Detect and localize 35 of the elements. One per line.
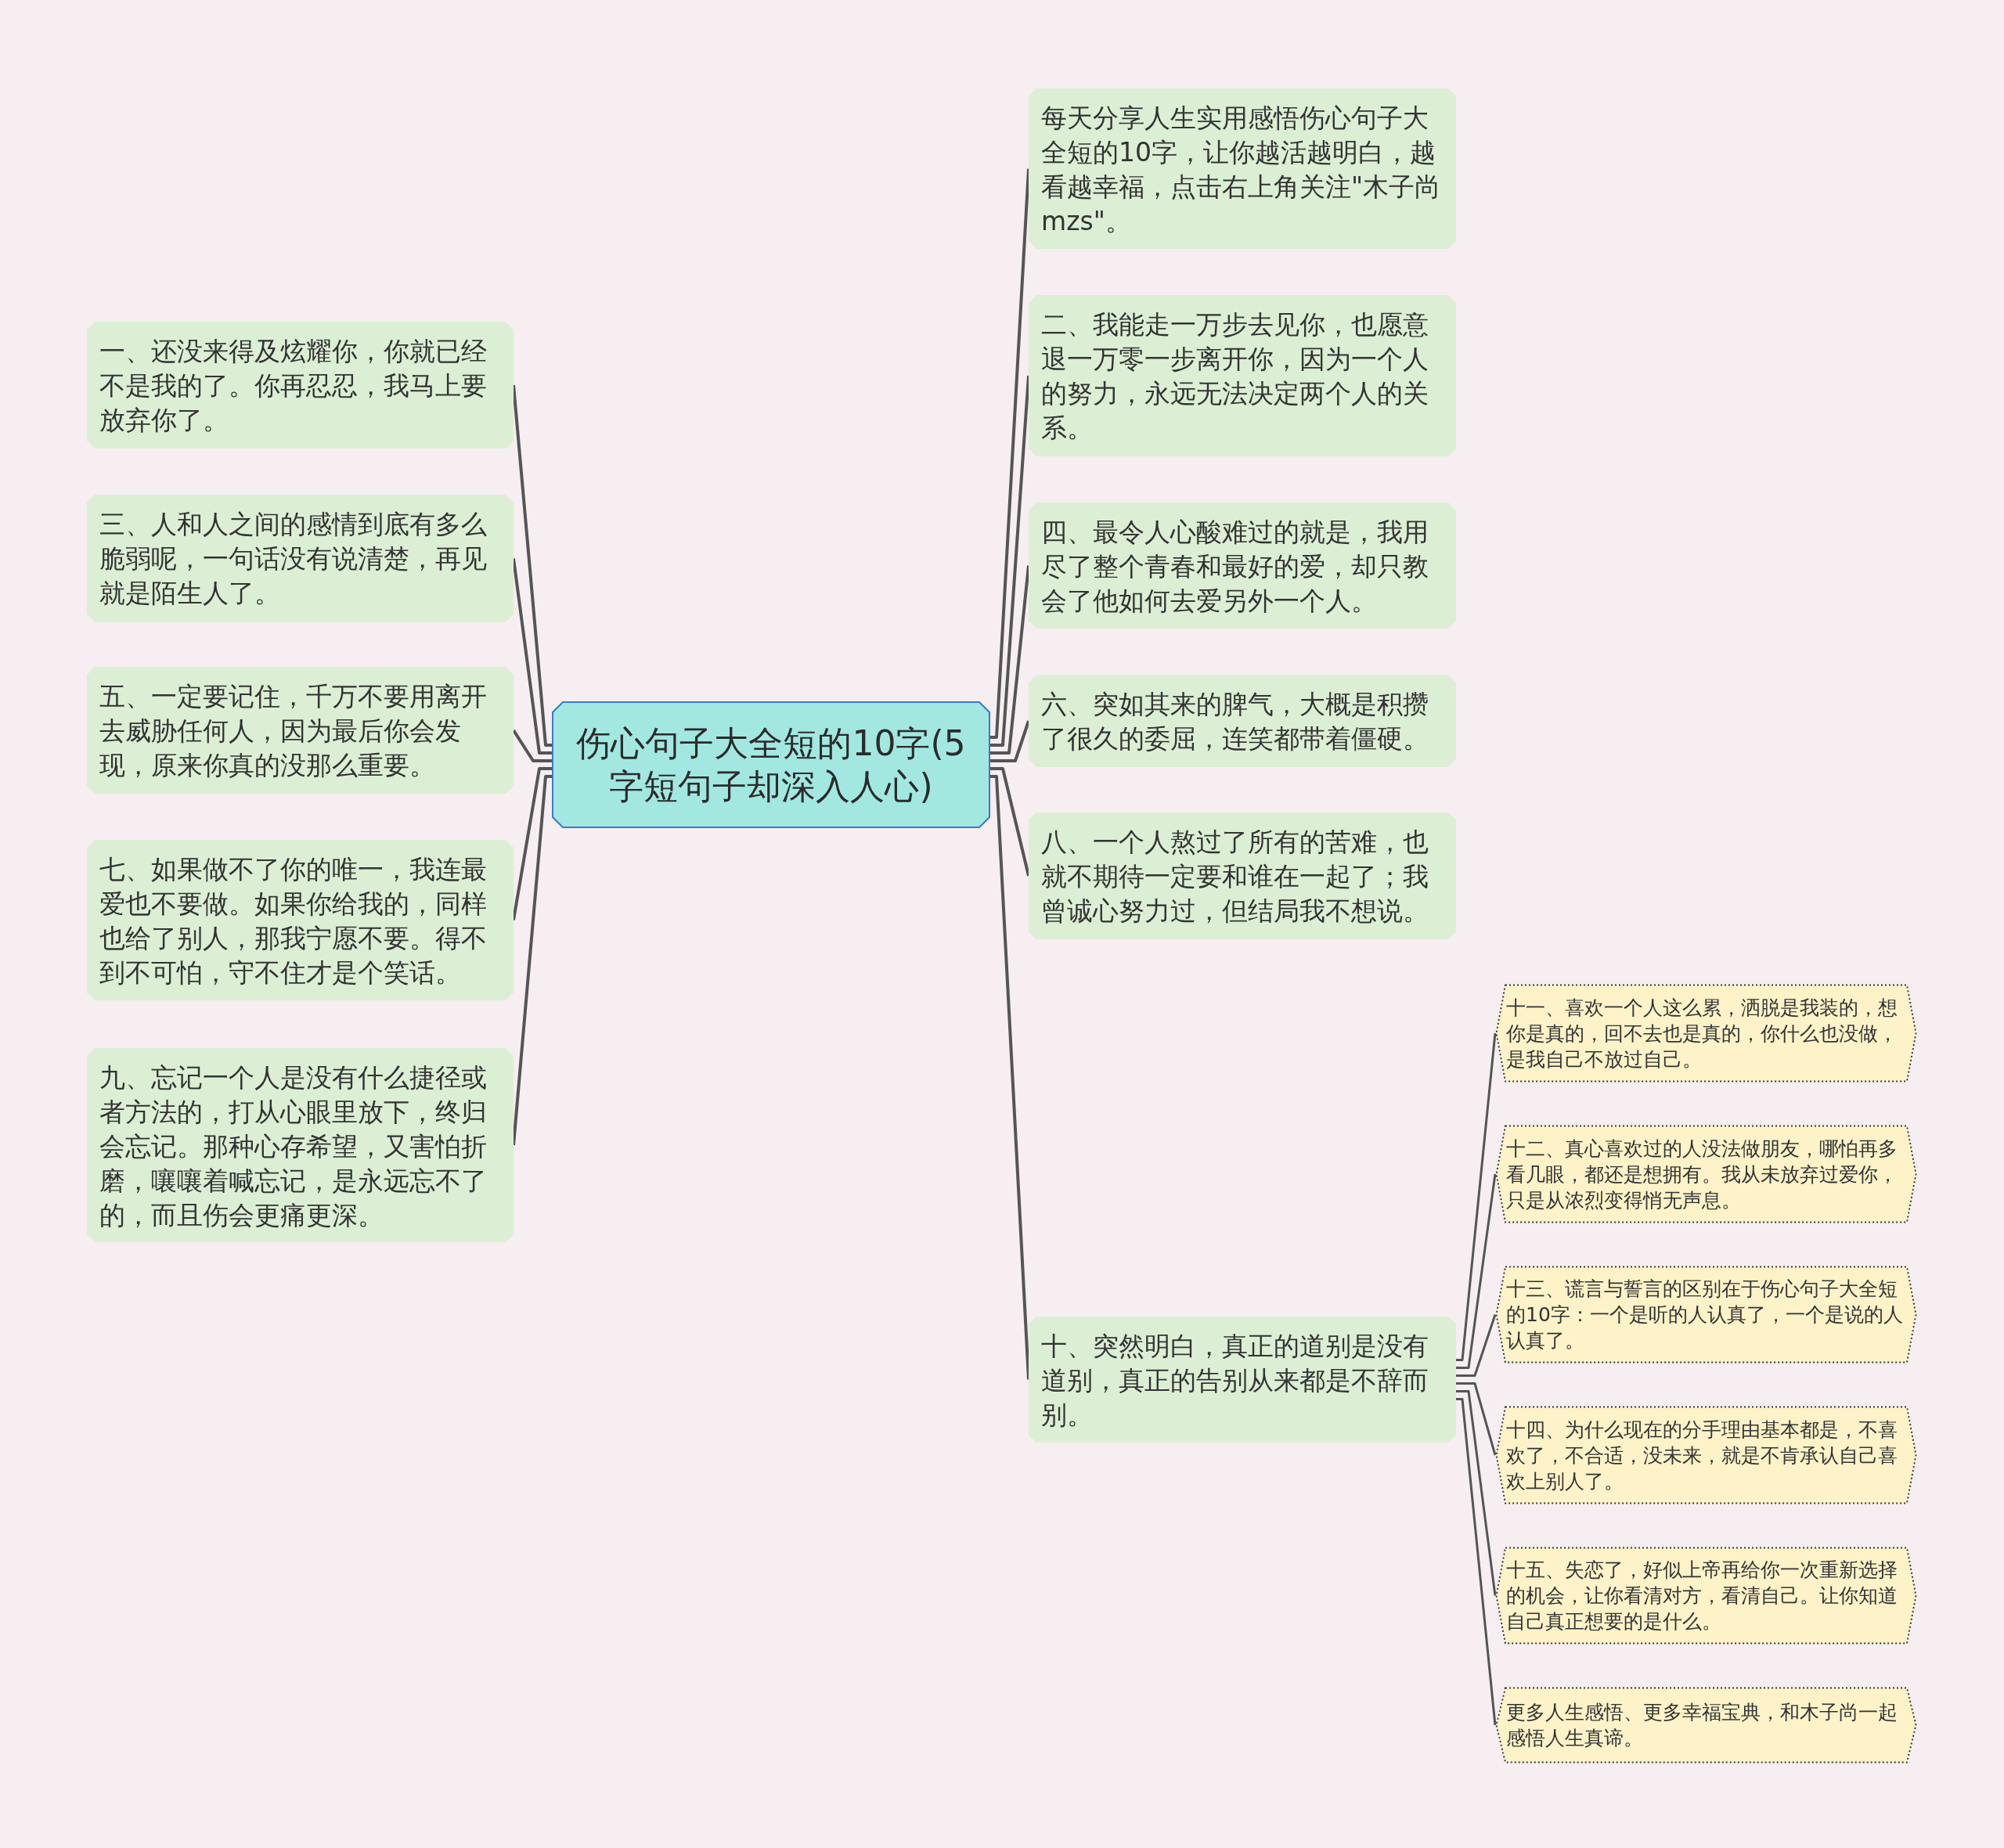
connector-line xyxy=(990,168,1030,739)
branch-box: 十、突然明白，真正的道别是没有道别，真正的告别从来都是不辞而别。 xyxy=(1029,1317,1456,1443)
connector-line xyxy=(989,775,1030,1380)
connector-line xyxy=(1456,1032,1497,1361)
connector-line xyxy=(512,729,552,762)
connector-line xyxy=(990,720,1030,762)
branch-box: 一、还没来得及炫耀你，你就已经不是我的了。你再忍忍，我马上要放弃你了。 xyxy=(87,322,514,448)
connector-line xyxy=(512,384,552,747)
branch-box: 八、一个人熬过了所有的苦难，也就不期待一定要和谁在一起了；我曾诚心努力过，但结局我不想说。 xyxy=(1029,812,1456,939)
connector-line xyxy=(990,565,1030,755)
connector-line xyxy=(1456,1173,1497,1369)
connector-line xyxy=(1456,1382,1497,1456)
branch-box: 九、忘记一个人是没有什么捷径或者方法的，打从心眼里放下，终归会忘记。那种心存希望，又害怕折磨，嚷嚷着喊忘记，是永远忘不了的，而且伤会更痛更深。 xyxy=(87,1048,514,1242)
note-box: 十一、喜欢一个人这么累，洒脱是我装的，想你是真的，回不去也是真的，你什么也没做，是我自己不放过自己。 xyxy=(1495,984,1917,1083)
connector-line xyxy=(512,767,552,920)
connector-line xyxy=(990,375,1030,747)
branch-box: 四、最令人心酸难过的就是，我用尽了整个青春和最好的爱，却只教会了他如何去爱另外一个人。 xyxy=(1029,503,1456,629)
connector-line xyxy=(1456,1398,1497,1726)
branch-box: 七、如果做不了你的唯一，我连最爱也不要做。如果你给我的，同样也给了别人，那我宁愿不要。得不到不可怕，守不住才是个笑话。 xyxy=(87,840,514,1000)
connector-line xyxy=(512,775,552,1146)
branch-box: 三、人和人之间的感情到底有多么脆弱呢，一句话没有说清楚，再见就是陌生人了。 xyxy=(87,495,514,622)
connector-line xyxy=(1456,1314,1497,1377)
central-topic-box: 伤心句子大全短的10字(5字短句子却深入人心) xyxy=(552,701,990,828)
connector-line xyxy=(1456,1390,1497,1596)
note-box: 十二、真心喜欢过的人没法做朋友，哪怕再多看几眼，都还是想拥有。我从未放弃过爱你，只是从浓烈变得悄无声息。 xyxy=(1495,1125,1917,1223)
branch-box: 五、一定要记住，千万不要用离开去威胁任何人，因为最后你会发现，原来你真的没那么重要。 xyxy=(87,667,514,794)
branch-box: 每天分享人生实用感悟伤心句子大全短的10字，让你越活越明白，越看越幸福，点击右上角关注"木子尚mzs"。 xyxy=(1029,88,1456,249)
note-box: 十五、失恋了，好似上帝再给你一次重新选择的机会，让你看清对方，看清自己。让你知道自己真正想要的是什么。 xyxy=(1495,1547,1917,1644)
connector-line xyxy=(990,767,1030,877)
branch-box: 六、突如其来的脾气，大概是积攒了很久的委屈，连笑都带着僵硬。 xyxy=(1029,675,1456,767)
note-box: 十四、为什么现在的分手理由基本都是，不喜欢了，不合适，没未来，就是不肯承认自己喜欢上别人了。 xyxy=(1495,1406,1917,1504)
branch-box: 二、我能走一万步去见你，也愿意退一万零一步离开你，因为一个人的努力，永远无法决定两个人的关系。 xyxy=(1029,295,1456,456)
note-box: 十三、谎言与誓言的区别在于伤心句子大全短的10字：一个是听的人认真了，一个是说的人认真了。 xyxy=(1495,1266,1917,1363)
note-box: 更多人生感悟、更多幸福宝典，和木子尚一起感悟人生真谛。 xyxy=(1495,1687,1917,1763)
connector-line xyxy=(512,558,552,755)
